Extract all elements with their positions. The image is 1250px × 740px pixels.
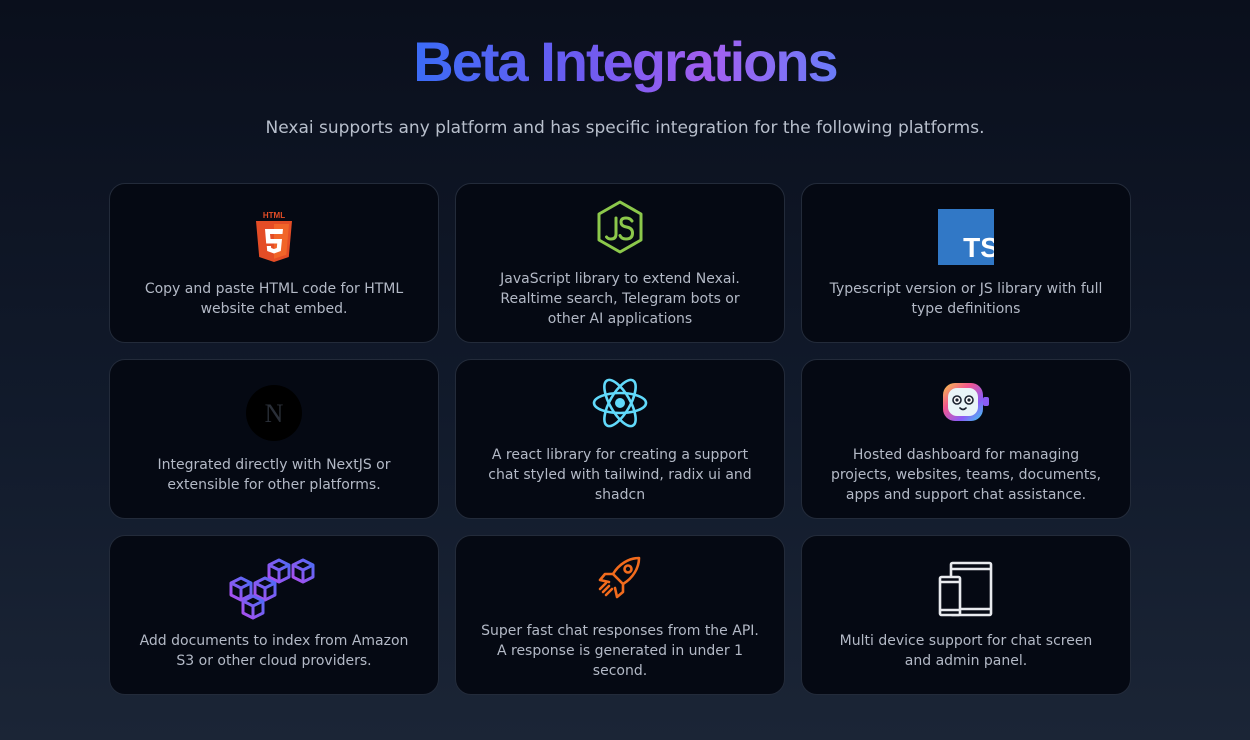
integration-card-typescript[interactable]: TS Typescript version or JS library with… [801,183,1131,343]
integration-card-react[interactable]: A react library for creating a support c… [455,359,785,519]
nextjs-icon: N [245,383,303,443]
rocket-icon [595,549,645,609]
svg-text:TS: TS [963,232,994,263]
card-description: Integrated directly with NextJS or exten… [157,457,391,493]
integration-card-api-speed[interactable]: Super fast chat responses from the API. … [455,535,785,695]
react-icon [591,373,649,433]
page-title: Beta Integrations [413,30,838,93]
typescript-icon: TS [938,207,994,267]
nodejs-icon [594,197,646,257]
page-subtitle: Nexai supports any platform and has spec… [265,118,985,138]
card-description: Copy and paste HTML code for HTML websit… [144,281,404,317]
card-description: Hosted dashboard for managing projects, … [830,447,1102,503]
card-description: Multi device support for chat screen and… [839,633,1093,669]
svg-text:N: N [265,399,284,428]
integration-card-nextjs[interactable]: N Integrated directly with NextJS or ext… [109,359,439,519]
integration-card-javascript[interactable]: JavaScript library to extend Nexai. Real… [455,183,785,343]
html5-icon: HTML [252,207,296,267]
card-description: A react library for creating a support c… [488,447,752,503]
integration-card-html[interactable]: HTML Copy and paste HTML code for HTML w… [109,183,439,343]
card-description: Super fast chat responses from the API. … [481,623,759,679]
integration-card-multi-device[interactable]: Multi device support for chat screen and… [801,535,1131,695]
integration-card-dashboard[interactable]: Hosted dashboard for managing projects, … [801,359,1131,519]
devices-icon [937,559,995,619]
svg-text:HTML: HTML [263,211,285,220]
cubes-icon [227,558,321,620]
integrations-grid: HTML Copy and paste HTML code for HTML w… [109,183,1132,695]
robot-mascot-icon [939,373,993,433]
integration-card-cloud-storage[interactable]: Add documents to index from Amazon S3 or… [109,535,439,695]
card-description: Add documents to index from Amazon S3 or… [139,633,409,669]
card-description: JavaScript library to extend Nexai. Real… [500,271,740,327]
card-description: Typescript version or JS library with fu… [829,281,1103,317]
